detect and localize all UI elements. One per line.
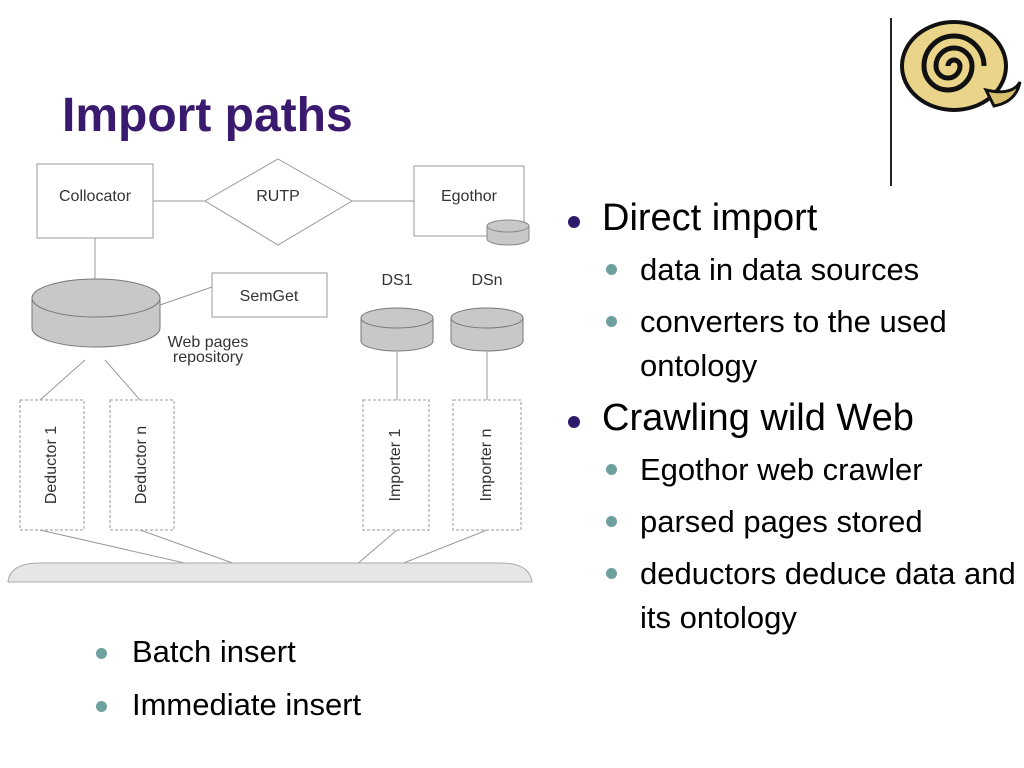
bullet-batch-insert: Batch insert [94, 634, 361, 670]
ds1-database-icon [360, 307, 434, 352]
scroll-swirl-icon [900, 20, 1022, 112]
storage-panel [7, 562, 533, 583]
ds1-label: DS1 [381, 272, 412, 289]
right-bullet-list: Direct import data in data sources conve… [566, 196, 1021, 648]
bottom-bullet-list: Batch insert Immediate insert [94, 634, 361, 740]
deductor-n-box [109, 399, 175, 531]
egothor-label: Egothor [441, 188, 498, 205]
bullet-immediate-insert: Immediate insert [94, 687, 361, 723]
bullet-parsed-pages-stored: parsed pages stored [566, 500, 1021, 544]
dsn-database-icon [450, 307, 524, 352]
collocator-box [36, 163, 154, 239]
egothor-database-icon [486, 219, 530, 246]
semget-label: SemGet [240, 288, 299, 305]
slide-title: Import paths [62, 89, 353, 142]
importer-1-box [362, 399, 430, 531]
web-pages-repository-icon [31, 278, 161, 348]
semget-box [211, 272, 328, 318]
bullet-crawling-wild-web: Crawling wild Web [566, 396, 1021, 440]
dsn-label: DSn [471, 272, 502, 289]
bullet-deductors-deduce: deductors deduce data and its ontology [566, 552, 1021, 640]
bullet-egothor-web-crawler: Egothor web crawler [566, 448, 1021, 492]
header-divider [890, 18, 892, 186]
repository-label-line1: Web pages [168, 334, 249, 351]
rutp-label: RUTP [256, 188, 300, 205]
bullet-converters: converters to the used ontology [566, 300, 1021, 388]
importer-n-label: Importer n [478, 429, 495, 502]
import-paths-diagram: Collocator RUTP Egothor SemGet Web pages… [7, 158, 533, 583]
collocator-label: Collocator [59, 188, 132, 205]
bullet-data-in-data-sources: data in data sources [566, 248, 1021, 292]
importer-n-box [452, 399, 522, 531]
repository-label-line2: repository [173, 349, 243, 366]
rutp-diamond [204, 158, 353, 246]
importer-1-label: Importer 1 [387, 428, 404, 501]
deductor-1-label: Deductor 1 [43, 426, 60, 504]
deductor-1-box [19, 399, 85, 531]
deductor-n-label: Deductor n [133, 426, 150, 504]
bullet-direct-import: Direct import [566, 196, 1021, 240]
